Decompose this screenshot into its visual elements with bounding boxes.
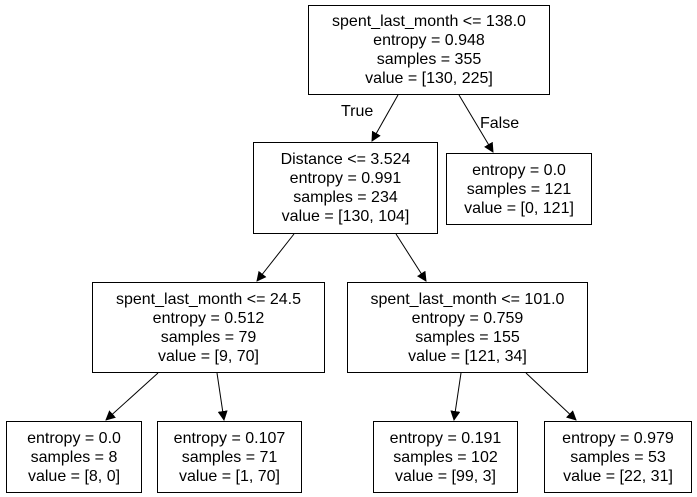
node-line: entropy = 0.979	[562, 429, 674, 447]
node-line: spent_last_month <= 101.0	[370, 290, 565, 308]
node-line: spent_last_month <= 138.0	[332, 13, 526, 30]
node-line: entropy = 0.759	[411, 309, 524, 327]
node-line: entropy = 0.948	[373, 32, 485, 49]
node-line: samples = 355	[376, 51, 482, 68]
node-line: entropy = 0.991	[289, 170, 402, 187]
node-line: samples = 79	[160, 328, 257, 346]
node-line: value = [130, 225]	[365, 70, 493, 87]
node-line: samples = 53	[570, 448, 666, 466]
edge-root-n2	[458, 94, 494, 153]
node-line: entropy = 0.512	[152, 309, 265, 327]
node-line: value = [1, 70]	[179, 467, 280, 485]
node-line: samples = 155	[415, 328, 520, 346]
edge-n3-n5	[105, 372, 159, 421]
edge-label-true: True	[341, 103, 374, 120]
node-line: value = [8, 0]	[27, 467, 121, 485]
edge-root-n1	[371, 94, 399, 142]
node-line: entropy = 0.191	[389, 429, 502, 447]
edge-n3-n6	[216, 372, 228, 421]
node-line: value = [9, 70]	[158, 347, 259, 365]
edge-n1-n3	[256, 233, 295, 282]
tree-node-n1: Distance <= 3.524 entropy = 0.991 samples …	[253, 142, 438, 234]
node-line: samples = 8	[30, 448, 118, 466]
node-line: value = [121, 34]	[408, 347, 527, 365]
node-line: Distance <= 3.524	[280, 151, 411, 168]
edge-n4-n7	[450, 372, 462, 421]
node-line: entropy = 0.0	[472, 161, 566, 179]
node-line: entropy = 0.0	[27, 429, 121, 447]
node-line: value = [22, 31]	[563, 467, 673, 485]
edge-label-false: False	[480, 115, 520, 132]
node-line: samples = 102	[393, 448, 498, 466]
node-line: value = [130, 104]	[281, 208, 410, 225]
node-line: samples = 121	[466, 180, 572, 198]
node-line: samples = 71	[181, 448, 278, 466]
node-line: value = [99, 3]	[395, 467, 496, 485]
node-line: spent_last_month <= 24.5	[115, 290, 302, 308]
tree-node-root: spent_last_month <= 138.0 entropy = 0.948…	[308, 5, 550, 95]
node-line: samples = 234	[293, 189, 398, 206]
node-line: entropy = 0.107	[173, 429, 286, 447]
edge-n1-n4	[395, 233, 427, 282]
edge-n4-n8	[525, 372, 577, 421]
node-line: value = [0, 121]	[464, 199, 574, 217]
